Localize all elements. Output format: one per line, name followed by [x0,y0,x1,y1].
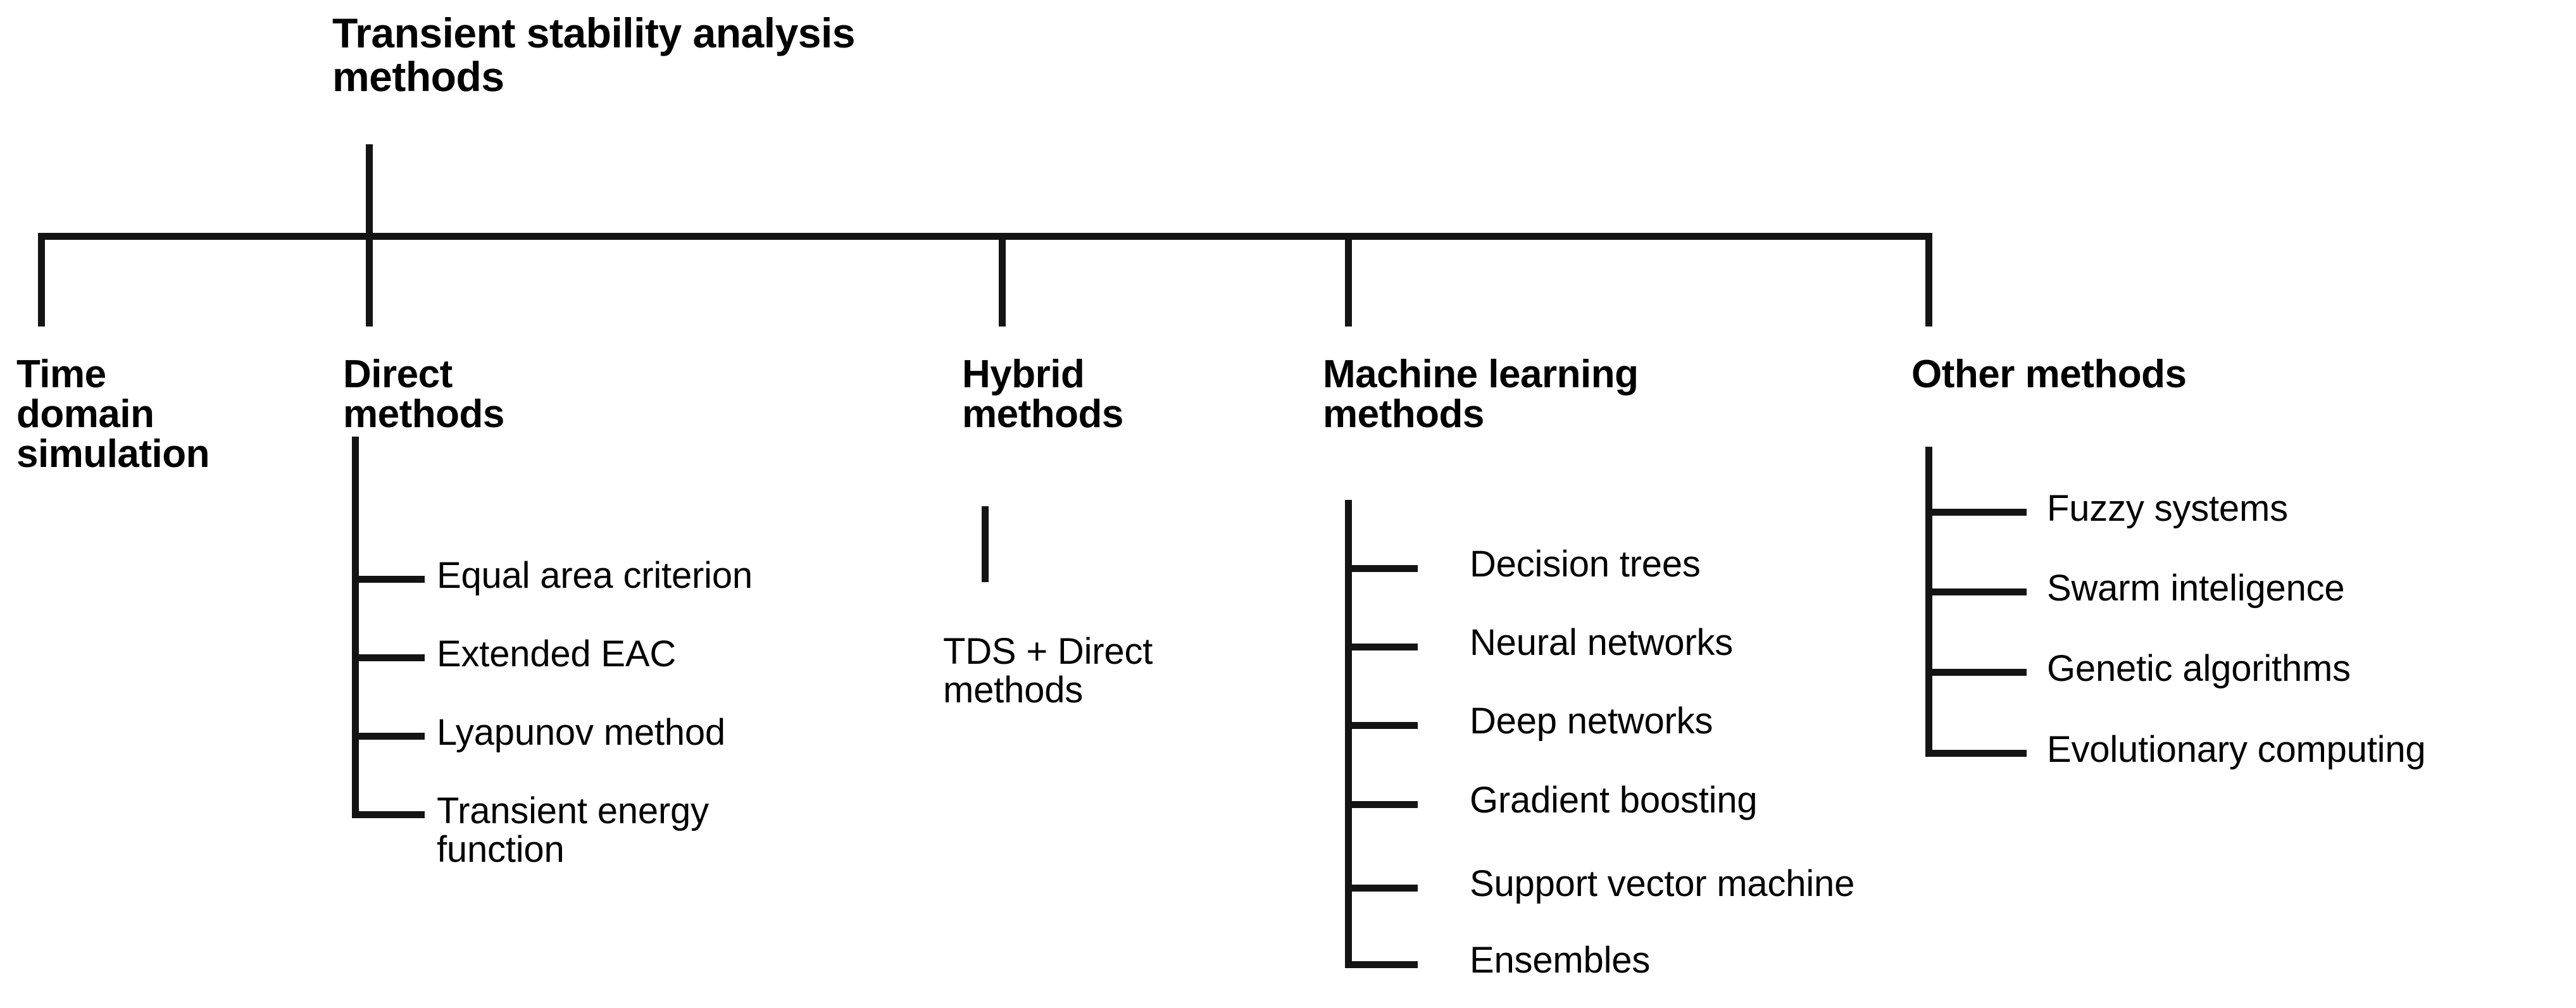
leaf-direct-methods-2: Extended EAC [437,633,677,675]
spine-hybrid-methods [982,506,989,582]
spine-machine-learning-methods [1345,500,1352,968]
connector-other-methods-3 [1925,669,2027,676]
diagram-title: Transient stability analysis methods [332,9,856,101]
spine-direct-methods [352,437,359,815]
drop-line-direct-methods [366,233,373,327]
connector-direct-methods-3 [352,733,425,740]
spine-other-methods [1925,447,1932,757]
connector-machine-learning-5 [1345,885,1418,892]
main-connector-bar [38,233,1932,240]
leaf-other-methods-3: Genetic algorithms [2047,648,2351,689]
branch-label-hybrid-methods: Hybrid methods [962,352,1123,437]
branch-label-other-methods: Other methods [1911,352,2187,396]
root-stem-line [366,144,373,239]
leaf-direct-methods-1: Equal area criterion [437,555,753,596]
connector-machine-learning-3 [1345,722,1418,729]
leaf-other-methods-1: Fuzzy systems [2047,488,2288,529]
connector-other-methods-2 [1925,588,2027,595]
leaf-direct-methods-3: Lyapunov method [437,712,725,753]
drop-line-machine-learning-methods [1345,233,1352,327]
drop-line-time-domain-simulation [38,233,45,327]
connector-direct-methods-4 [352,811,425,818]
leaf-hybrid-methods-1: TDS + Direct methods [943,631,1153,711]
connector-other-methods-1 [1925,509,2027,516]
leaf-machine-learning-5: Support vector machine [1470,863,1855,904]
branch-label-machine-learning-methods: Machine learning methods [1323,352,1639,437]
branch-label-direct-methods: Direct methods [343,352,504,437]
leaf-other-methods-4: Evolutionary computing [2047,729,2426,770]
connector-machine-learning-1 [1345,565,1418,572]
leaf-machine-learning-3: Deep networks [1470,700,1713,742]
connector-other-methods-4 [1925,750,2027,757]
leaf-machine-learning-4: Gradient boosting [1470,780,1758,821]
branch-label-time-domain-simulation: Time domain simulation [16,352,210,476]
connector-machine-learning-2 [1345,644,1418,650]
leaf-direct-methods-4: Transient energy function [437,790,709,870]
connector-direct-methods-2 [352,654,425,661]
leaf-machine-learning-6: Ensembles [1470,940,1651,981]
connector-machine-learning-4 [1345,801,1418,808]
connector-machine-learning-6 [1345,961,1418,968]
connector-direct-methods-1 [352,576,425,583]
leaf-machine-learning-2: Neural networks [1470,622,1734,663]
leaf-machine-learning-1: Decision trees [1470,544,1701,585]
drop-line-other-methods [1925,233,1932,327]
drop-line-hybrid-methods [999,233,1006,327]
leaf-other-methods-2: Swarm inteligence [2047,568,2345,609]
